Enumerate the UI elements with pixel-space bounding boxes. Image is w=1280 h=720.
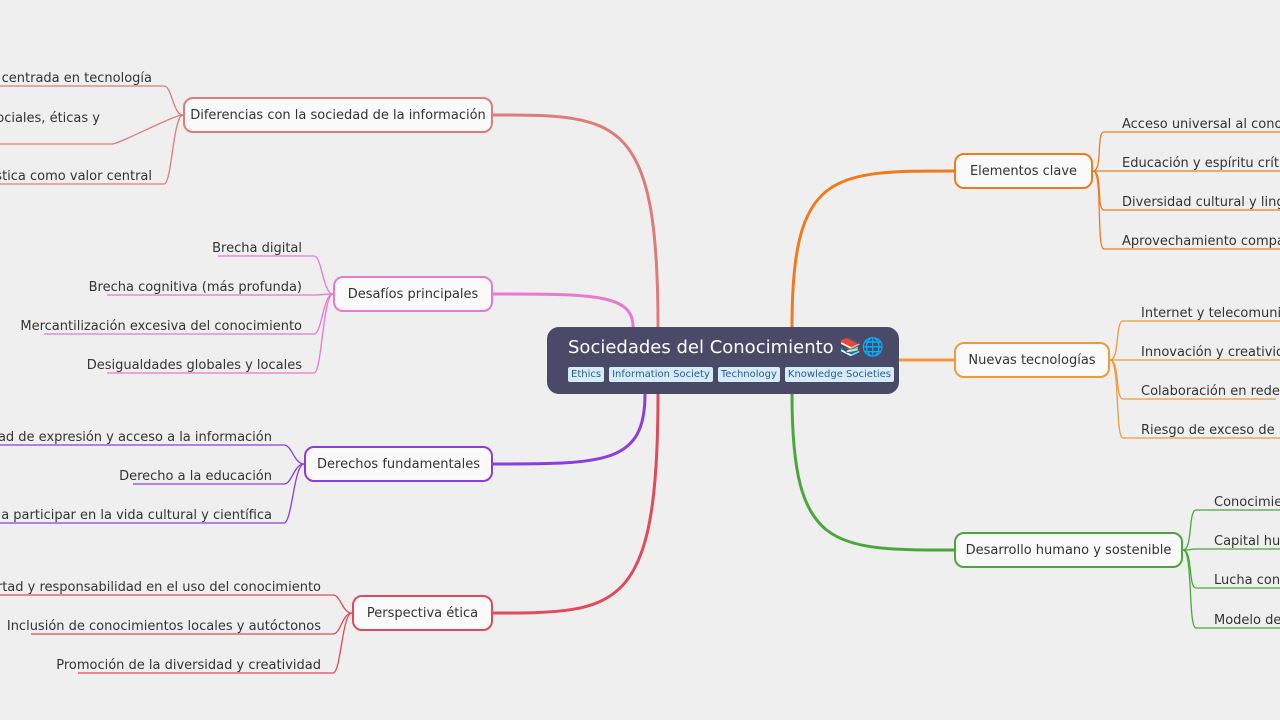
branch-connector bbox=[492, 393, 660, 615]
root-title: Sociedades del Conocimiento 📚🌐 bbox=[568, 337, 885, 358]
leaf-item[interactable]: echo a participar en la vida cultural y … bbox=[0, 508, 272, 523]
branch-connector bbox=[492, 113, 660, 328]
leaf-connector bbox=[1109, 359, 1280, 439]
leaf-item[interactable]: Promoción de la diversidad y creatividad bbox=[56, 658, 321, 673]
branch-label: Derechos fundamentales bbox=[317, 456, 480, 472]
branch-connector bbox=[790, 393, 955, 552]
leaf-item[interactable]: Capital hum bbox=[1214, 534, 1280, 549]
leaf-item[interactable]: Internet y telecomunica bbox=[1141, 306, 1280, 321]
leaf-item[interactable]: sociales, éticas y bbox=[0, 111, 100, 126]
leaf-item[interactable]: Derecho a la educación bbox=[119, 469, 272, 484]
leaf-item[interactable]: bertad de expresión y acceso a la inform… bbox=[0, 430, 272, 445]
branch-label: Nuevas tecnologías bbox=[968, 352, 1096, 368]
leaf-item[interactable]: Innovación y creatividad bbox=[1141, 345, 1280, 360]
branch-label: Diferencias con la sociedad de la inform… bbox=[190, 107, 486, 123]
leaf-connector bbox=[1109, 320, 1280, 361]
leaf-item[interactable]: Brecha digital bbox=[212, 241, 302, 256]
leaf-item[interactable]: Desigualdades globales y locales bbox=[86, 358, 302, 373]
branch-label: Perspectiva ética bbox=[366, 605, 479, 621]
leaf-connector bbox=[0, 594, 353, 614]
leaf-item[interactable]: Colaboración en redes bbox=[1141, 384, 1280, 399]
leaf-item[interactable]: Aprovechamiento compart bbox=[1122, 234, 1280, 249]
leaf-connector bbox=[0, 114, 184, 185]
tag-ethics[interactable]: Ethics bbox=[568, 367, 605, 382]
tag-knowledge-societies[interactable]: Knowledge Societies bbox=[784, 367, 895, 382]
leaf-connector bbox=[1182, 549, 1280, 629]
leaf-connector bbox=[78, 612, 353, 674]
tag-technology[interactable]: Technology bbox=[717, 367, 780, 382]
leaf-item[interactable]: n: centrada en tecnología bbox=[0, 71, 152, 86]
leaf-item[interactable]: Diversidad cultural y lingüí bbox=[1122, 195, 1280, 210]
leaf-connector bbox=[133, 463, 305, 485]
leaf-item[interactable]: Lucha cont bbox=[1214, 573, 1280, 588]
root-tag-list: Ethics Information Society Technology Kn… bbox=[568, 367, 895, 382]
branch-node-desafios[interactable]: Desafíos principales bbox=[333, 276, 493, 312]
branch-node-desarrollo[interactable]: Desarrollo humano y sostenible bbox=[954, 532, 1183, 568]
leaf-item[interactable]: Libertad y responsabilidad en el uso del… bbox=[0, 580, 321, 595]
branch-label: Elementos clave bbox=[969, 163, 1078, 179]
leaf-connector bbox=[218, 255, 334, 295]
leaf-connector bbox=[1182, 548, 1280, 551]
leaf-connector bbox=[31, 612, 353, 635]
leaf-connector bbox=[107, 293, 334, 296]
leaf-connector bbox=[1092, 170, 1280, 250]
branch-node-elementos[interactable]: Elementos clave bbox=[954, 153, 1093, 189]
leaf-item[interactable]: Riesgo de exceso de info bbox=[1141, 423, 1280, 438]
branch-connector bbox=[790, 169, 955, 328]
leaf-connector bbox=[0, 463, 305, 524]
tag-information-society[interactable]: Information Society bbox=[609, 367, 713, 382]
branch-label: Desafíos principales bbox=[347, 286, 479, 302]
leaf-item[interactable]: üística como valor central bbox=[0, 169, 152, 184]
leaf-item[interactable]: Modelo de bbox=[1214, 613, 1280, 628]
branch-node-diferencias[interactable]: Diferencias con la sociedad de la inform… bbox=[183, 97, 493, 133]
branch-connector bbox=[492, 393, 647, 466]
leaf-item[interactable]: Mercantilización excesiva del conocimien… bbox=[20, 319, 302, 334]
leaf-item[interactable]: Brecha cognitiva (más profunda) bbox=[88, 280, 302, 295]
branch-node-derechos[interactable]: Derechos fundamentales bbox=[304, 446, 493, 482]
leaf-connector bbox=[107, 293, 334, 374]
leaf-item[interactable]: Educación y espíritu crítico bbox=[1122, 156, 1280, 171]
branch-node-tecnologias[interactable]: Nuevas tecnologías bbox=[954, 342, 1110, 378]
leaf-item[interactable]: Acceso universal al conocim bbox=[1122, 117, 1280, 132]
branch-label: Desarrollo humano y sostenible bbox=[965, 542, 1172, 558]
leaf-connector bbox=[0, 444, 305, 465]
root-node[interactable]: Sociedades del Conocimiento 📚🌐 Ethics In… bbox=[547, 327, 899, 394]
leaf-item[interactable]: Inclusión de conocimientos locales y aut… bbox=[6, 619, 321, 634]
branch-connector bbox=[492, 292, 635, 328]
leaf-connector bbox=[0, 114, 184, 145]
branch-node-etica[interactable]: Perspectiva ética bbox=[352, 595, 493, 631]
leaf-connector bbox=[0, 85, 184, 116]
leaf-connector bbox=[1092, 131, 1280, 172]
leaf-item[interactable]: Conocimien bbox=[1214, 495, 1280, 510]
leaf-connector bbox=[1182, 509, 1280, 551]
